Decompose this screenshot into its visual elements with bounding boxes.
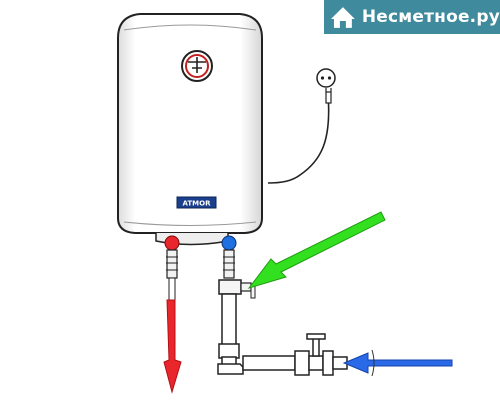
- brand-label: ATMOR: [183, 200, 212, 208]
- brand-label-plate: ATMOR: [176, 196, 217, 209]
- hot-water-flow-arrow: [163, 299, 182, 394]
- cold-water-pipe: [217, 293, 348, 376]
- power-socket-icon: [316, 68, 336, 88]
- watermark-text: Несметное.ру: [361, 7, 500, 27]
- cold-inlet-arrow: [342, 349, 453, 377]
- power-cable: [267, 88, 332, 184]
- pointer-arrow: [247, 211, 386, 289]
- house-logo-icon: [330, 7, 355, 28]
- brand-emblem-icon: [181, 50, 213, 82]
- water-heater-tank: [117, 13, 263, 246]
- site-watermark: Несметное.ру: [324, 0, 500, 34]
- hot-water-outlet: [164, 235, 180, 301]
- cold-water-inlet: [221, 235, 237, 279]
